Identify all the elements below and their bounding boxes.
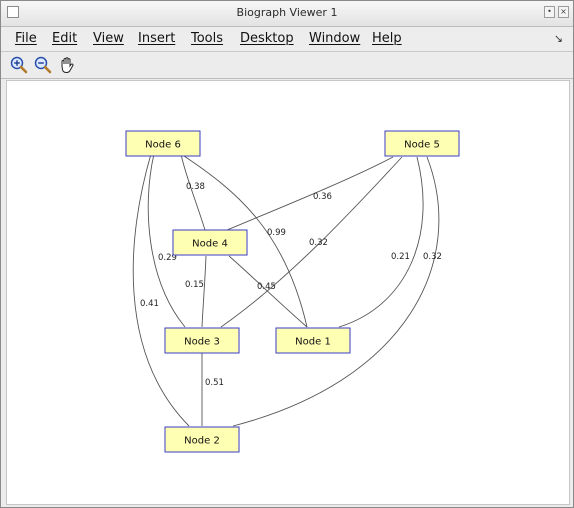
edge-node4-node1[interactable] [228, 255, 308, 328]
menu-desktop[interactable]: Desktop [240, 31, 294, 46]
edge-weight-label: 0.15 [185, 280, 204, 290]
node-label: Node 5 [404, 140, 440, 151]
close-button[interactable]: × [558, 6, 569, 18]
toolbar [1, 52, 573, 79]
edge-weight-label: 0.32 [423, 252, 442, 262]
node-label: Node 3 [184, 337, 220, 348]
window-title: Biograph Viewer 1 [236, 6, 338, 19]
edge-node6-node2[interactable] [132, 153, 190, 427]
edge-node5-node1[interactable] [338, 156, 424, 328]
menu-tools[interactable]: Tools [191, 31, 224, 46]
pan-hand-icon[interactable] [57, 55, 77, 75]
edge-weight-label: 0.21 [391, 252, 410, 262]
node-3[interactable]: Node 3 [164, 327, 240, 354]
node-4[interactable]: Node 4 [172, 229, 248, 256]
node-6[interactable]: Node 6 [125, 130, 201, 157]
menu-file[interactable]: File [15, 31, 37, 46]
node-label: Node 1 [295, 337, 331, 348]
dock-arrow-icon[interactable]: ↘ [553, 32, 563, 45]
edge-node5-node3[interactable] [220, 156, 403, 328]
node-label: Node 4 [192, 239, 228, 250]
edge-weight-label: 0.45 [257, 282, 276, 292]
zoom-in-icon[interactable] [9, 55, 29, 75]
node-label: Node 2 [184, 436, 220, 447]
biograph-graph[interactable]: 0.38 0.99 0.29 0.41 0.36 0.32 0.21 0.32 … [7, 81, 569, 504]
node-2[interactable]: Node 2 [164, 426, 240, 453]
menu-edit[interactable]: Edit [52, 31, 78, 46]
edge-weight-label: 0.36 [313, 192, 332, 202]
edge-weight-label: 0.29 [158, 253, 177, 263]
edge-weight-label: 0.41 [140, 299, 159, 309]
menu-view[interactable]: View [93, 31, 124, 46]
edge-node4-node3[interactable] [201, 255, 207, 328]
node-5[interactable]: Node 5 [384, 130, 460, 157]
edge-weight-label: 0.38 [186, 182, 205, 192]
node-label: Node 6 [145, 140, 181, 151]
graph-canvas[interactable]: 0.38 0.99 0.29 0.41 0.36 0.32 0.21 0.32 … [6, 80, 570, 505]
zoom-out-icon[interactable] [33, 55, 53, 75]
node-1[interactable]: Node 1 [275, 327, 351, 354]
edge-weight-label: 0.99 [267, 228, 286, 238]
edge-node6-node1[interactable] [180, 153, 308, 328]
edge-node5-node2[interactable] [232, 156, 440, 427]
menu-insert[interactable]: Insert [138, 31, 176, 46]
title-bar[interactable]: Biograph Viewer 1 • × [1, 1, 573, 27]
menu-help[interactable]: Help [372, 31, 402, 46]
minimize-button[interactable]: • [544, 6, 555, 18]
edge-weight-label: 0.51 [205, 378, 224, 388]
menu-window[interactable]: Window [309, 31, 361, 46]
window-menu-icon[interactable] [7, 6, 19, 18]
edge-node6-node4[interactable] [180, 153, 206, 231]
edge-node6-node3[interactable] [147, 153, 186, 328]
menu-bar: File Edit View Insert Tools Desktop Wind… [1, 27, 573, 52]
edge-weight-label: 0.32 [309, 238, 328, 248]
edge-node5-node4[interactable] [226, 156, 394, 231]
